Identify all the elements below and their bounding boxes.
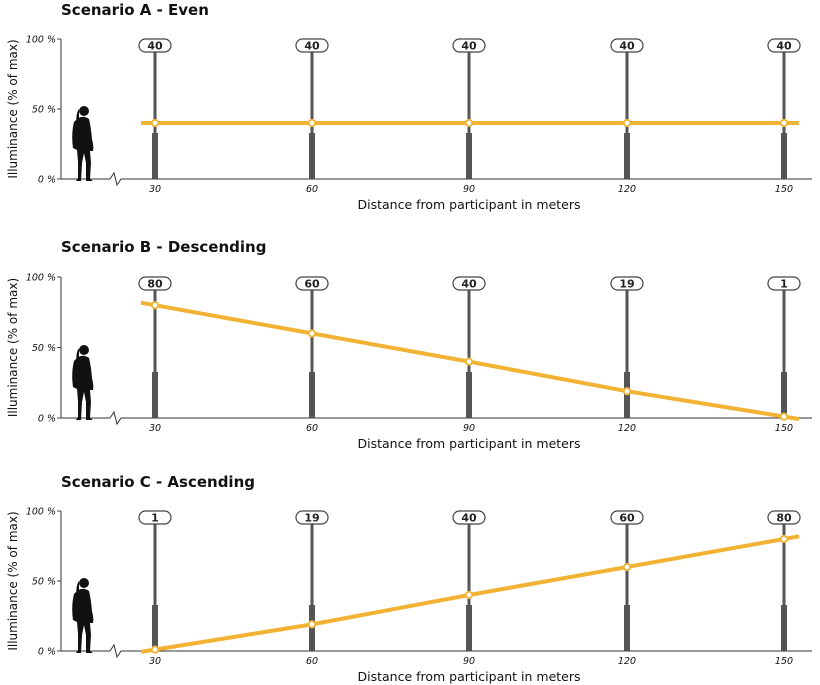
x-axis-label: Distance from participant in meters (357, 197, 580, 212)
x-tick-label: 60 (306, 656, 318, 667)
data-point (779, 118, 789, 128)
value-badge (452, 510, 486, 525)
data-point (307, 620, 317, 629)
person-silhouette-icon (72, 106, 94, 181)
y-tick-label: 50 % (32, 105, 56, 116)
value-badge (138, 276, 172, 291)
x-tick-label: 90 (463, 656, 475, 667)
data-point (150, 645, 160, 654)
value-badge (295, 38, 329, 53)
x-tick-label: 150 (775, 656, 793, 667)
value-badge (452, 276, 486, 291)
value-badge-label: 19 (304, 512, 319, 525)
value-badge (610, 276, 644, 291)
value-badge (767, 276, 801, 291)
axis-break-mark (109, 410, 122, 426)
x-axis-label: Distance from participant in meters (357, 436, 580, 451)
value-badge (610, 510, 644, 525)
value-badge-label: 40 (304, 40, 320, 53)
chart-title: Scenario C - Ascending (61, 473, 255, 491)
data-point (622, 387, 632, 396)
person-body (72, 355, 94, 420)
data-point (779, 412, 789, 421)
person-head (79, 578, 89, 588)
value-badge-label: 1 (780, 278, 788, 291)
y-tick-label: 0 % (38, 414, 56, 425)
value-badge-label: 60 (619, 512, 635, 525)
x-tick-label: 60 (306, 423, 318, 434)
value-badge-label: 40 (776, 40, 792, 53)
value-badge (138, 510, 172, 525)
value-badge-label: 40 (619, 40, 635, 53)
data-point (622, 118, 632, 128)
value-badge-label: 40 (461, 278, 477, 291)
x-tick-label: 30 (149, 656, 161, 667)
x-tick-label: 150 (775, 184, 793, 195)
x-tick-label: 30 (149, 184, 161, 195)
y-tick-label: 100 % (26, 507, 56, 518)
data-point (307, 118, 317, 128)
y-tick-label: 50 % (32, 343, 56, 354)
data-point (464, 357, 474, 366)
y-axis-label: Illuminance (% of max) (6, 39, 20, 178)
value-badge (767, 38, 801, 53)
y-tick-label: 100 % (26, 35, 56, 46)
x-axis-label: Distance from participant in meters (357, 669, 580, 684)
x-tick-label: 90 (463, 423, 475, 434)
person-head (79, 106, 89, 116)
value-badge (295, 510, 329, 525)
x-tick-label: 120 (618, 656, 636, 667)
data-point (622, 562, 632, 572)
value-badge-label: 1 (151, 512, 159, 525)
person-body (72, 116, 94, 181)
x-tick-label: 30 (149, 423, 161, 434)
x-tick-label: 120 (618, 184, 636, 195)
person-head (79, 345, 89, 355)
value-badge-label: 80 (776, 512, 792, 525)
data-point (307, 329, 317, 338)
y-axis-label: Illuminance (% of max) (6, 278, 20, 417)
data-point (464, 590, 474, 600)
value-badge-label: 60 (304, 278, 320, 291)
value-badge-label: 40 (461, 512, 477, 525)
value-badge (295, 276, 329, 291)
chart-title: Scenario B - Descending (61, 238, 266, 256)
value-badge (767, 510, 801, 525)
value-badge (610, 38, 644, 53)
y-tick-label: 0 % (38, 175, 56, 186)
value-badge-label: 40 (461, 40, 477, 53)
x-tick-label: 120 (618, 423, 636, 434)
value-badge-label: 19 (619, 278, 634, 291)
y-tick-label: 0 % (38, 647, 56, 658)
x-tick-label: 150 (775, 423, 793, 434)
person-body (72, 588, 94, 653)
data-point (779, 534, 789, 544)
data-point (464, 118, 474, 128)
y-axis-label: Illuminance (% of max) (6, 511, 20, 650)
value-badge (138, 38, 172, 53)
axis-break-mark (109, 643, 122, 659)
y-tick-label: 50 % (32, 577, 56, 588)
person-silhouette-icon (72, 345, 94, 420)
y-tick-label: 100 % (26, 273, 56, 284)
chart-title: Scenario A - Even (61, 1, 209, 19)
value-badge (452, 38, 486, 53)
axis-break-mark (109, 171, 122, 187)
person-silhouette-icon (72, 578, 94, 653)
data-point (150, 301, 160, 310)
x-tick-label: 90 (463, 184, 475, 195)
value-badge-label: 40 (147, 40, 163, 53)
data-point (150, 118, 160, 128)
value-badge-label: 80 (147, 278, 163, 291)
x-tick-label: 60 (306, 184, 318, 195)
